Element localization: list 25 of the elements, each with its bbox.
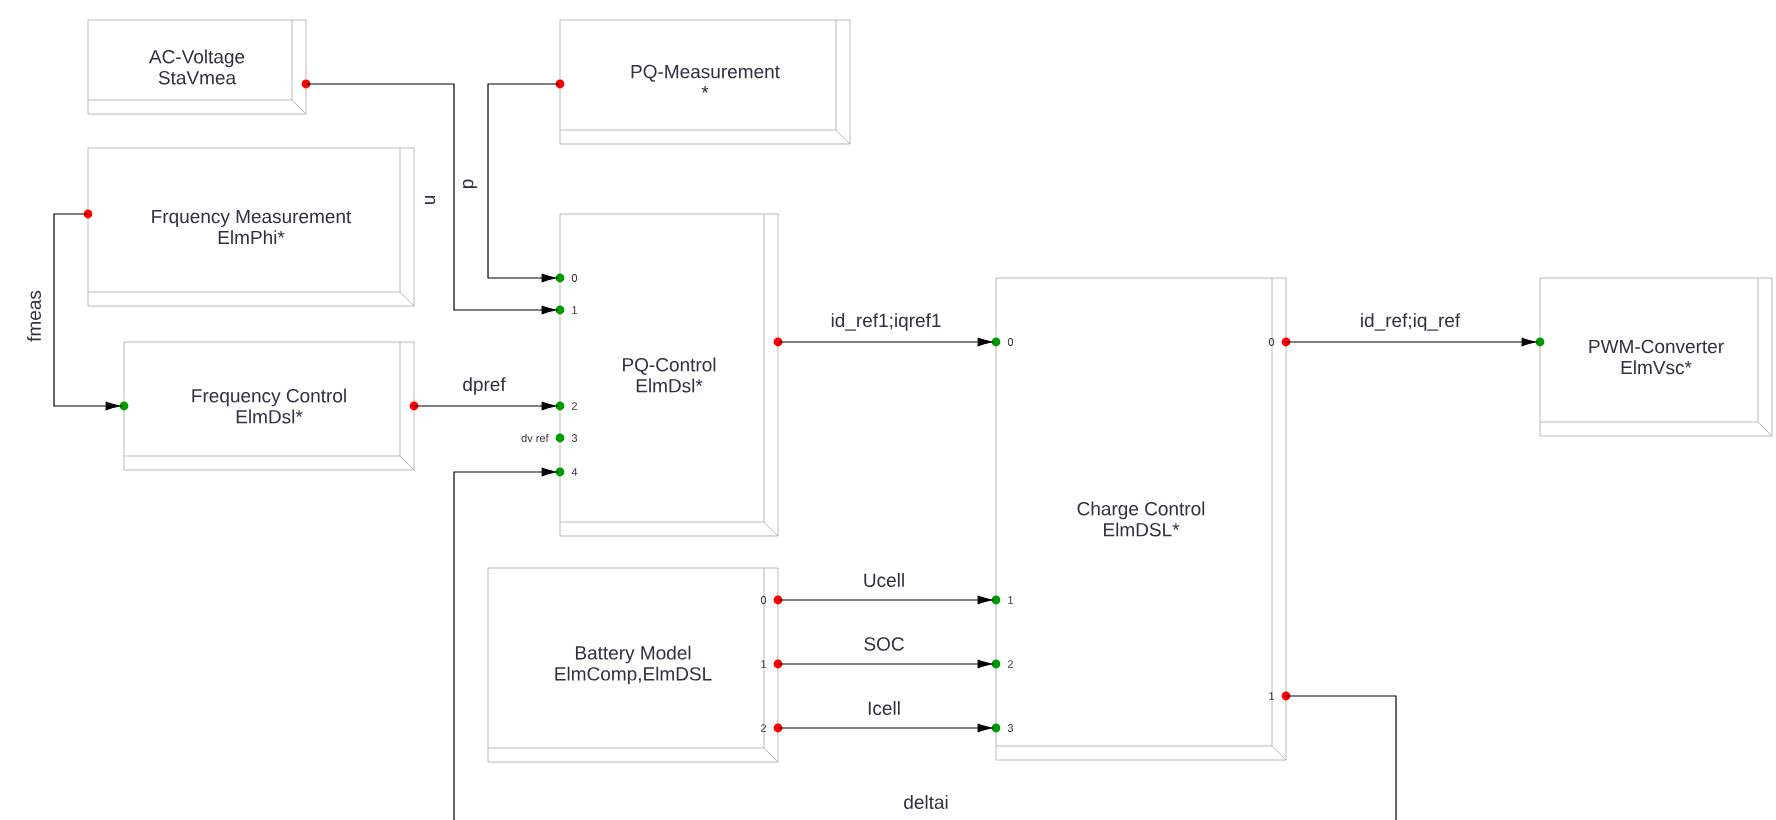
signal-arrow xyxy=(487,83,561,283)
edge-label: dpref xyxy=(463,377,506,395)
edge-label: id_ref;iq_ref xyxy=(1361,313,1461,331)
signal-arrow xyxy=(305,83,557,315)
signal-arrow xyxy=(53,213,121,411)
signal-arrow xyxy=(777,337,993,347)
signal-arrow xyxy=(413,401,557,411)
block-box: PWM-Converter ElmVsc* xyxy=(1535,277,1773,437)
signal-arrow xyxy=(777,659,993,669)
signal-arrow xyxy=(453,467,1397,820)
edge-label: Icell xyxy=(868,701,900,715)
block-box: Frquency Measurement ElmPhi* xyxy=(83,147,415,307)
edge-label: p xyxy=(462,179,478,189)
signal-arrow xyxy=(777,595,993,605)
edge-label: id_ref1;iqref1 xyxy=(831,313,941,331)
edge-label: deltai xyxy=(904,795,948,809)
edge-label: Ucell xyxy=(864,573,904,587)
edge-label: fmeas xyxy=(27,290,41,342)
signal-arrow xyxy=(777,723,993,733)
edge-label: u xyxy=(424,195,436,205)
edge-label: SOC xyxy=(864,637,904,651)
block-box: AC-Voltage StaVmea xyxy=(87,19,311,115)
signal-arrow xyxy=(1285,337,1537,347)
block-box: Frequency Control ElmDsl* xyxy=(119,341,419,471)
block-box: PQ-Measurement * xyxy=(555,19,851,145)
